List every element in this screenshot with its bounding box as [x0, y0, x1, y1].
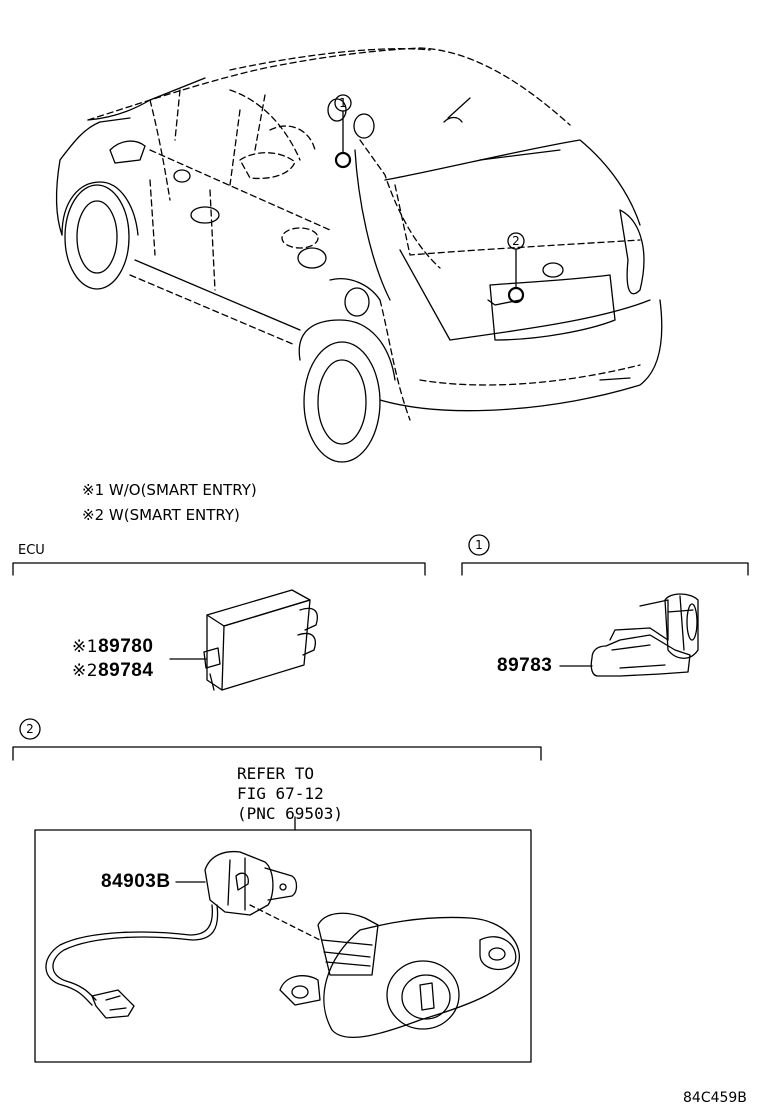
ecu-section-bracket: [12, 562, 426, 576]
callout-2-number-car: 2: [512, 234, 520, 248]
section-1-bracket: [461, 562, 749, 576]
section-1-callout-circle: [468, 534, 490, 556]
callout-1-number-car: 1: [339, 96, 347, 110]
ecu-part-2: ※289784: [72, 660, 154, 681]
ecu-part-1: ※189780: [72, 636, 154, 657]
callout-2-circle-car: [507, 232, 525, 250]
note-2: ※2 W(SMART ENTRY): [82, 506, 240, 524]
sensor-89783-illustration: [590, 593, 699, 677]
location-marker-2: [507, 286, 525, 304]
note-1: ※1 W/O(SMART ENTRY): [82, 481, 257, 499]
section-2-callout-circle: [19, 718, 41, 740]
diagram-code: 84C459B: [683, 1090, 747, 1106]
callout-1-circle-car: [334, 94, 352, 112]
lock-assembly-frame: [34, 829, 532, 1063]
switch-84903b-illustration: [204, 850, 298, 916]
location-marker-1: [334, 151, 352, 169]
wire-harness: [45, 904, 214, 1006]
connector: [91, 989, 135, 1019]
part-84903b-label: 84903B: [101, 871, 171, 892]
section-2-callout-number: 2: [26, 722, 34, 736]
lock-cylinder-illustration: [279, 912, 520, 1038]
vehicle-illustration: [55, 47, 663, 463]
section-1-callout-number: 1: [475, 538, 483, 552]
ecu-section-label: ECU: [18, 543, 45, 558]
section-2-bracket: [12, 746, 542, 761]
ecu-illustration: [203, 589, 318, 691]
part-89783-label: 89783: [497, 655, 553, 676]
